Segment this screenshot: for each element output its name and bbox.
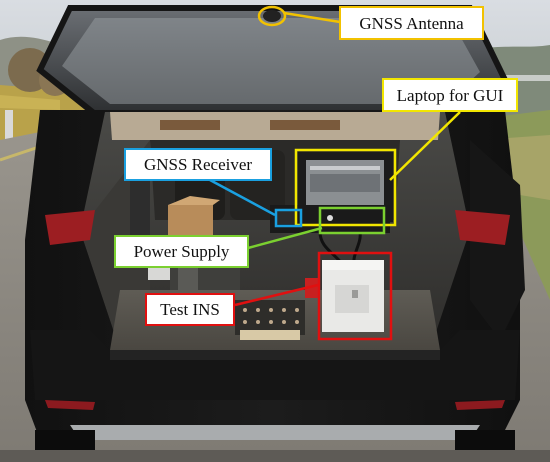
laptop-label: Laptop for GUI [382, 78, 518, 112]
test-ins-arrow [234, 283, 319, 307]
gnss-antenna-arrow [283, 11, 341, 24]
laptop-highlight [294, 148, 397, 227]
gnss-receiver-highlight [274, 208, 303, 228]
laptop-arrow [389, 111, 461, 181]
test-ins-highlight [317, 251, 393, 341]
gnss-antenna-label: GNSS Antenna [339, 6, 484, 40]
laptop-text: Laptop for GUI [396, 85, 504, 105]
gnss-receiver-text: GNSS Receiver [143, 155, 253, 174]
power-supply-arrow [247, 226, 323, 250]
test-ins-text: Test INS [160, 300, 220, 319]
gnss-receiver-label: GNSS Receiver [124, 148, 272, 181]
gnss-receiver-arrow [209, 178, 276, 217]
test-ins-label: Test INS [145, 293, 235, 326]
power-supply-text: Power Supply [133, 242, 230, 261]
gnss-antenna-text: GNSS Antenna [359, 13, 464, 33]
power-supply-highlight [318, 206, 386, 235]
power-supply-label: Power Supply [114, 235, 249, 268]
